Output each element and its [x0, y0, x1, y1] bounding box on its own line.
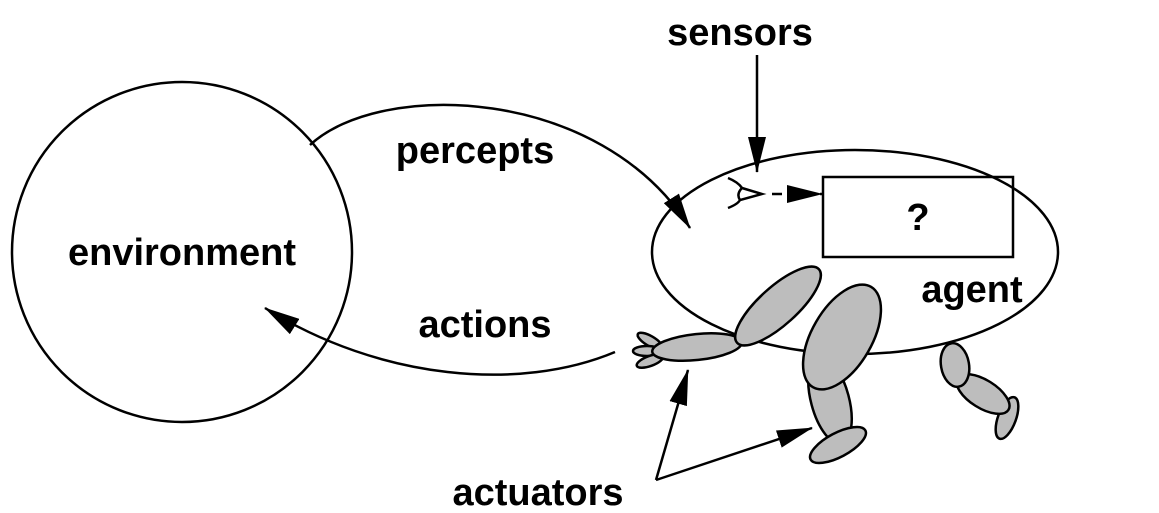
front-leg-thigh — [801, 283, 883, 391]
agent-program-box — [821, 175, 1015, 259]
actions-arrow — [264, 306, 616, 376]
environment-label: environment — [68, 232, 296, 274]
sensors-label: sensors — [667, 12, 813, 54]
actuators-label: actuators — [452, 472, 623, 513]
agent-label: agent — [921, 269, 1023, 311]
environment-circle — [10, 80, 354, 424]
box-question-mark: ? — [906, 197, 929, 239]
forearm — [650, 331, 744, 363]
percepts-label: percepts — [396, 130, 554, 172]
upper-arm — [733, 265, 823, 347]
actions-label: actions — [418, 304, 551, 346]
back-leg-thigh — [939, 341, 971, 389]
percepts-arrow — [309, 103, 692, 229]
actuator-arrow-hand — [654, 369, 690, 481]
agent-limbs — [631, 265, 1020, 465]
actuator-arrow-foot — [655, 426, 813, 482]
front-leg-foot — [808, 425, 868, 465]
eye-icon — [727, 176, 767, 210]
